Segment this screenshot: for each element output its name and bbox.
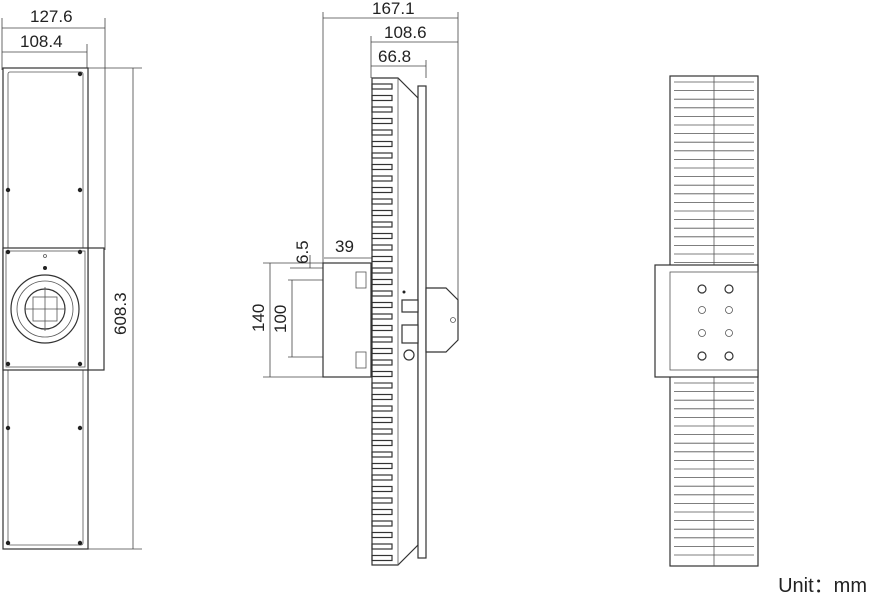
fin [371, 152, 393, 159]
fin [371, 324, 393, 332]
dim-mount-outer: 140 [249, 304, 268, 332]
fin [371, 186, 393, 194]
fin [371, 267, 393, 274]
fin [371, 313, 393, 320]
fin [371, 531, 393, 539]
fin [371, 290, 393, 297]
unit-label: Unit：mm [778, 575, 867, 597]
dim-total-depth: 167.1 [372, 0, 415, 18]
dim-total-width: 127.6 [30, 7, 73, 26]
fin [371, 106, 393, 113]
front-view: 127.6 108.4 608.3 [1, 7, 142, 550]
fin [371, 336, 393, 343]
fin [371, 393, 393, 401]
fin [371, 301, 393, 309]
fin [371, 405, 393, 412]
dim-inner-width: 108.4 [20, 32, 63, 51]
fin [371, 221, 393, 228]
fin [371, 163, 393, 171]
heatsink-fins [371, 83, 393, 562]
fin [371, 382, 393, 389]
fin [371, 244, 393, 251]
fin [371, 439, 393, 447]
fin [371, 497, 393, 504]
fin [371, 474, 393, 481]
dim-height: 608.3 [111, 292, 130, 335]
fin [371, 140, 393, 148]
fin [371, 451, 393, 458]
fin [371, 209, 393, 217]
back-view [654, 75, 759, 567]
fin [371, 232, 393, 240]
fin [371, 83, 393, 90]
dim-depth-3: 66.8 [378, 47, 411, 66]
dim-offset: 6.5 [293, 240, 312, 264]
fin [371, 117, 393, 125]
fin [371, 129, 393, 136]
fin [371, 255, 393, 263]
side-view: 167.1 108.6 66.8 140 100 6.5 39 [249, 0, 459, 566]
fin [371, 175, 393, 182]
fin [371, 370, 393, 378]
fin [371, 520, 393, 527]
fin [371, 428, 393, 435]
dim-bracket: 39 [335, 237, 354, 256]
fin [371, 278, 393, 286]
fin [371, 543, 393, 550]
fin [371, 485, 393, 493]
fin [371, 508, 393, 516]
fin [371, 347, 393, 355]
fin [371, 416, 393, 424]
fin [371, 359, 393, 366]
fin [371, 462, 393, 470]
dim-depth-2: 108.6 [384, 23, 427, 42]
fin [371, 198, 393, 205]
fin [371, 554, 393, 562]
dim-mount-inner: 100 [271, 305, 290, 333]
fin [371, 94, 393, 102]
